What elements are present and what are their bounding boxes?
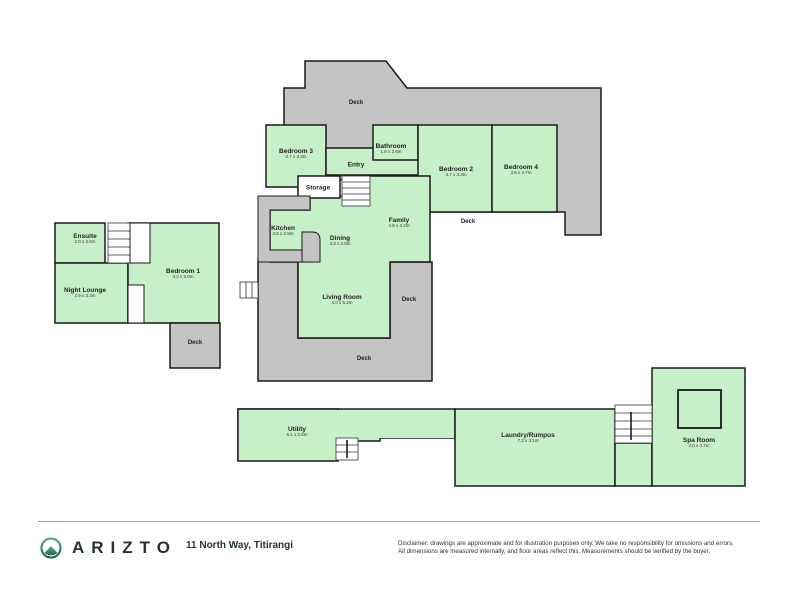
room-laundry (454, 408, 616, 487)
room-stair-landing (614, 442, 653, 487)
stairs-lower-right (614, 404, 653, 444)
stairs-lower-left (335, 437, 359, 461)
stairs-main (341, 175, 371, 207)
deck-label-living-right: Deck (401, 297, 417, 303)
room-bathroom (372, 124, 419, 161)
mountain-logo-icon (40, 537, 62, 559)
deck-label-right-mid: Deck (460, 219, 476, 225)
wardrobe-bedroom1 (129, 222, 151, 264)
utility-fill-fix (239, 410, 454, 438)
disclaimer: Disclaimer: drawings are approximate and… (398, 540, 763, 557)
room-spa (651, 367, 746, 487)
room-bedroom4 (491, 124, 558, 213)
room-label-storage: Storage (305, 184, 331, 192)
room-storage (297, 175, 341, 199)
stairs-left (107, 222, 131, 264)
disclaimer-line-2: All dimensions are measured internally, … (398, 548, 711, 556)
kitchen-island (301, 231, 321, 263)
brand-name: ARIZTO (72, 538, 177, 557)
property-address: 11 North Way, Titirangi (186, 540, 294, 551)
deck-label-bedroom1: Deck (187, 340, 203, 346)
room-ensuite (54, 222, 106, 264)
wardrobe-bedroom1-lower (127, 284, 145, 324)
deck-bedroom1-shape (169, 322, 221, 369)
exterior-steps (239, 281, 259, 299)
spa-pool (677, 389, 722, 429)
deck-label-top: Deck (348, 100, 364, 106)
deck-label-living-bottom: Deck (356, 356, 372, 362)
disclaimer-line-1: Disclaimer: drawings are approximate and… (398, 540, 734, 547)
footer-divider (38, 521, 760, 522)
brand-logo: ARIZTO (40, 537, 177, 559)
room-label-entry: Entry (347, 161, 365, 169)
